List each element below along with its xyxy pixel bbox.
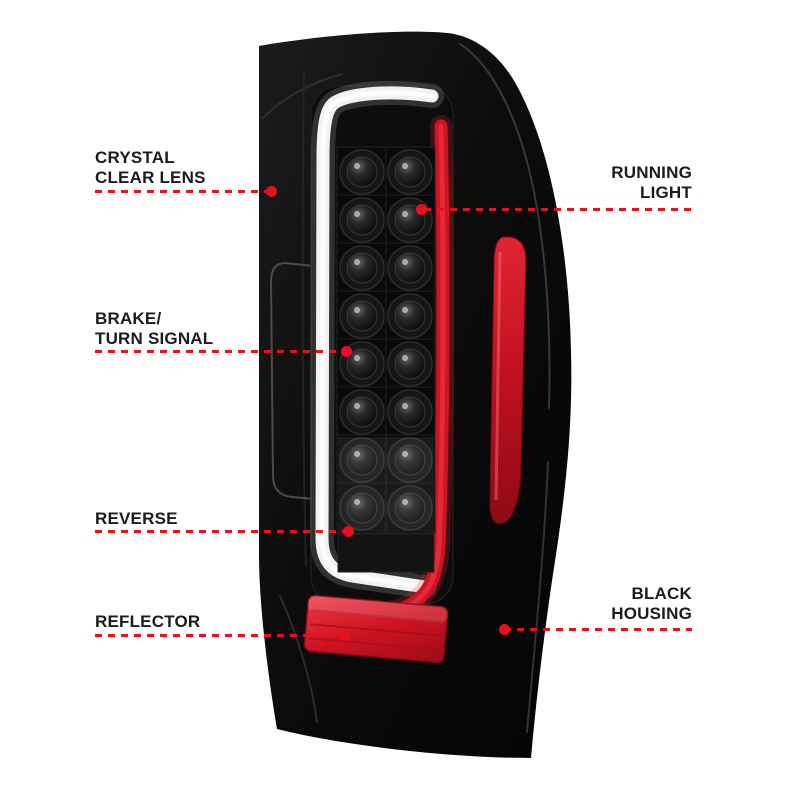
leader-line-brake-turn-signal <box>95 350 343 353</box>
callout-label-line: RUNNING <box>611 163 692 182</box>
bottom-reflector <box>303 594 449 664</box>
callout-reverse: REVERSE <box>95 509 178 529</box>
callout-label-line: REFLECTOR <box>95 612 201 631</box>
housing-highlights <box>262 43 551 733</box>
callout-label-line: BRAKE/ <box>95 309 162 328</box>
callout-label-line: CLEAR LENS <box>95 168 206 187</box>
leader-line-black-housing <box>504 628 692 631</box>
leader-line-reverse <box>95 530 345 533</box>
leader-line-running-light <box>424 208 692 211</box>
callout-running-light: RUNNING LIGHT <box>611 163 692 203</box>
leader-dot-crystal-clear-lens <box>266 186 277 197</box>
callout-label-line: TURN SIGNAL <box>95 329 214 348</box>
callout-label-line: CRYSTAL <box>95 148 175 167</box>
tail-light <box>259 31 572 759</box>
leader-line-reflector <box>95 634 341 637</box>
callout-label-line: HOUSING <box>611 604 692 623</box>
callout-black-housing: BLACK HOUSING <box>611 584 692 624</box>
running-light-bar <box>309 80 444 599</box>
red-accent-stripe <box>353 115 455 627</box>
callout-brake-turn-signal: BRAKE/ TURN SIGNAL <box>95 309 213 349</box>
callout-label-line: REVERSE <box>95 509 178 528</box>
leader-dot-reverse <box>343 526 354 537</box>
callout-reflector: REFLECTOR <box>95 612 200 632</box>
side-reflector <box>489 236 527 525</box>
leader-dot-reflector <box>339 630 350 641</box>
reverse-light <box>337 437 435 573</box>
callout-crystal-clear-lens: CRYSTAL CLEAR LENS <box>95 148 206 188</box>
leader-dot-black-housing <box>499 624 510 635</box>
callout-label-line: BLACK <box>631 584 692 603</box>
leader-line-crystal-clear-lens <box>95 190 270 193</box>
leader-dot-running-light <box>416 204 427 215</box>
callout-label-line: LIGHT <box>640 183 692 202</box>
leader-dot-brake-turn-signal <box>341 346 352 357</box>
